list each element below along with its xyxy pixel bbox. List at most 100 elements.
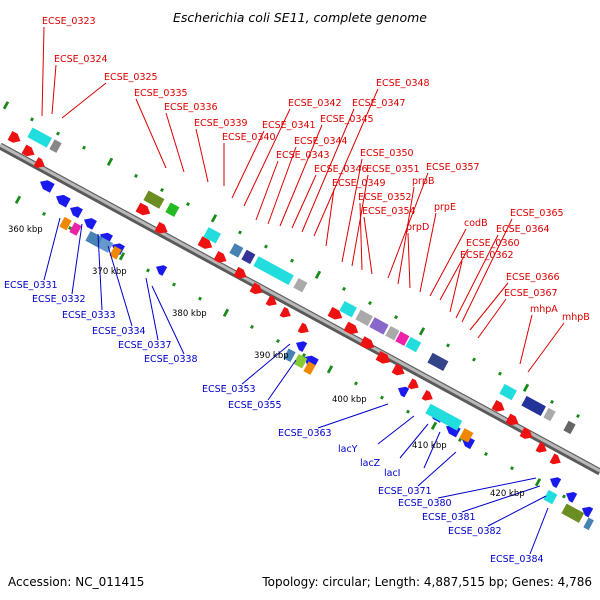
tick-marks xyxy=(2,101,592,513)
gene-label-plus[interactable]: ECSE_0360 xyxy=(466,238,520,249)
scale-label: 380 kbp xyxy=(172,309,207,319)
gene-label-plus[interactable]: codB xyxy=(464,218,488,229)
gene-box-plus xyxy=(49,139,62,153)
gene-label-plus[interactable]: ECSE_0365 xyxy=(510,208,564,219)
gene-box-minus xyxy=(293,353,308,369)
leader-line-plus xyxy=(341,158,363,263)
gene-label-minus[interactable]: ECSE_0382 xyxy=(448,526,502,537)
tick-mark xyxy=(354,381,358,386)
scale-label: 420 kbp xyxy=(490,489,525,499)
gene-labels: ECSE_0323ECSE_0324ECSE_0325ECSE_0335ECSE… xyxy=(4,16,590,565)
gene-box-plus xyxy=(543,407,556,422)
gene-label-plus[interactable]: ECSE_0354 xyxy=(362,206,416,217)
leader-line-plus xyxy=(429,228,467,297)
leader-line-plus xyxy=(195,128,209,183)
gene-label-plus[interactable]: ECSE_0325 xyxy=(104,72,158,83)
gene-label-plus[interactable]: ECSE_0343 xyxy=(276,150,330,161)
gene-box-minus xyxy=(425,403,463,431)
gene-box-plus xyxy=(395,331,410,346)
leader-line-minus xyxy=(151,285,185,355)
gene-label-minus[interactable]: ECSE_0384 xyxy=(490,554,544,565)
gene-label-plus[interactable]: prpD xyxy=(406,222,429,233)
gene-box-minus xyxy=(283,348,296,363)
gene-label-plus[interactable]: ECSE_0341 xyxy=(262,120,316,131)
gene-label-minus[interactable]: ECSE_0338 xyxy=(144,354,198,365)
tick-mark xyxy=(172,282,176,287)
gene-label-plus[interactable]: ECSE_0323 xyxy=(42,16,96,27)
gene-label-minus[interactable]: ECSE_0381 xyxy=(422,512,476,523)
gene-arrow-plus xyxy=(549,453,561,465)
gene-label-minus[interactable]: ECSE_0363 xyxy=(278,428,332,439)
gene-label-plus[interactable]: ECSE_0344 xyxy=(294,136,348,147)
leader-line-plus xyxy=(255,160,279,221)
gene-label-plus[interactable]: ECSE_0339 xyxy=(194,118,248,129)
gene-label-plus[interactable]: ECSE_0350 xyxy=(360,148,414,159)
gene-label-plus[interactable]: ECSE_0348 xyxy=(376,78,430,89)
gene-arrow-minus xyxy=(582,506,594,518)
tick-mark xyxy=(42,211,46,216)
leader-line-minus xyxy=(145,277,159,341)
gene-label-plus[interactable]: prpB xyxy=(412,176,434,187)
gene-label-minus[interactable]: ECSE_0371 xyxy=(378,486,432,497)
leader-line-plus xyxy=(461,218,513,323)
gene-label-minus[interactable]: lacI xyxy=(384,468,401,479)
gene-label-minus[interactable]: ECSE_0334 xyxy=(92,326,146,337)
gene-label-plus[interactable]: prpE xyxy=(434,202,456,213)
gene-label-minus[interactable]: ECSE_0380 xyxy=(398,498,452,509)
gene-arrow-plus xyxy=(327,306,343,320)
gene-label-plus[interactable]: ECSE_0336 xyxy=(164,102,218,113)
gene-box-minus xyxy=(59,216,72,231)
tick-mark xyxy=(2,101,10,110)
gene-label-plus[interactable]: ECSE_0357 xyxy=(426,162,480,173)
gene-box-minus xyxy=(543,489,558,505)
tick-mark xyxy=(14,195,22,204)
tick-mark xyxy=(198,296,202,301)
gene-arrow-plus xyxy=(407,378,419,390)
gene-label-minus[interactable]: ECSE_0353 xyxy=(202,384,256,395)
gene-label-plus[interactable]: ECSE_0367 xyxy=(504,288,558,299)
gene-label-plus[interactable]: ECSE_0362 xyxy=(460,250,514,261)
gene-arrow-plus xyxy=(359,336,375,349)
leader-line-plus xyxy=(351,174,369,267)
gene-label-plus[interactable]: ECSE_0366 xyxy=(506,272,560,283)
gene-label-minus[interactable]: ECSE_0332 xyxy=(32,294,86,305)
tick-mark xyxy=(238,230,242,235)
gene-label-plus[interactable]: ECSE_0346 xyxy=(314,164,368,175)
topology-text: Topology: circular; Length: 4,887,515 bp… xyxy=(261,575,592,589)
tick-mark xyxy=(458,437,462,443)
gene-arrow-plus xyxy=(343,321,359,335)
gene-label-plus[interactable]: ECSE_0349 xyxy=(332,178,386,189)
gene-label-plus[interactable]: ECSE_0340 xyxy=(222,132,276,143)
leader-line-plus xyxy=(519,314,533,365)
gene-label-minus[interactable]: ECSE_0355 xyxy=(228,400,282,411)
leader-line-plus xyxy=(325,188,335,247)
gene-arrow-plus xyxy=(33,157,45,168)
gene-label-minus[interactable]: lacY xyxy=(338,444,358,455)
gene-label-plus[interactable]: ECSE_0335 xyxy=(134,88,188,99)
tick-mark xyxy=(472,357,476,362)
leader-line-plus xyxy=(165,112,185,173)
gene-label-plus[interactable]: mhpB xyxy=(562,312,590,323)
gene-box-plus xyxy=(563,420,576,435)
tick-mark xyxy=(82,145,86,150)
genome-backbone xyxy=(0,142,600,476)
gene-label-plus[interactable]: ECSE_0342 xyxy=(288,98,342,109)
gene-box-plus xyxy=(369,317,389,335)
gene-label-plus[interactable]: ECSE_0364 xyxy=(496,224,550,235)
gene-label-plus[interactable]: ECSE_0324 xyxy=(54,54,108,65)
gene-box-plus xyxy=(427,352,449,372)
tick-mark xyxy=(302,353,306,358)
gene-label-minus[interactable]: ECSE_0333 xyxy=(62,310,116,321)
label-leader-lines xyxy=(41,26,565,555)
gene-label-plus[interactable]: mhpA xyxy=(530,304,558,315)
gene-label-minus[interactable]: ECSE_0331 xyxy=(4,280,58,291)
gene-label-plus[interactable]: ECSE_0352 xyxy=(358,192,412,203)
leader-line-plus xyxy=(455,234,499,319)
tick-mark xyxy=(134,173,138,178)
gene-label-minus[interactable]: lacZ xyxy=(360,458,381,469)
gene-label-minus[interactable]: ECSE_0337 xyxy=(118,340,172,351)
gene-label-plus[interactable]: ECSE_0347 xyxy=(352,98,406,109)
gene-label-plus[interactable]: ECSE_0345 xyxy=(320,114,374,125)
gene-label-plus[interactable]: ECSE_0351 xyxy=(366,164,420,175)
